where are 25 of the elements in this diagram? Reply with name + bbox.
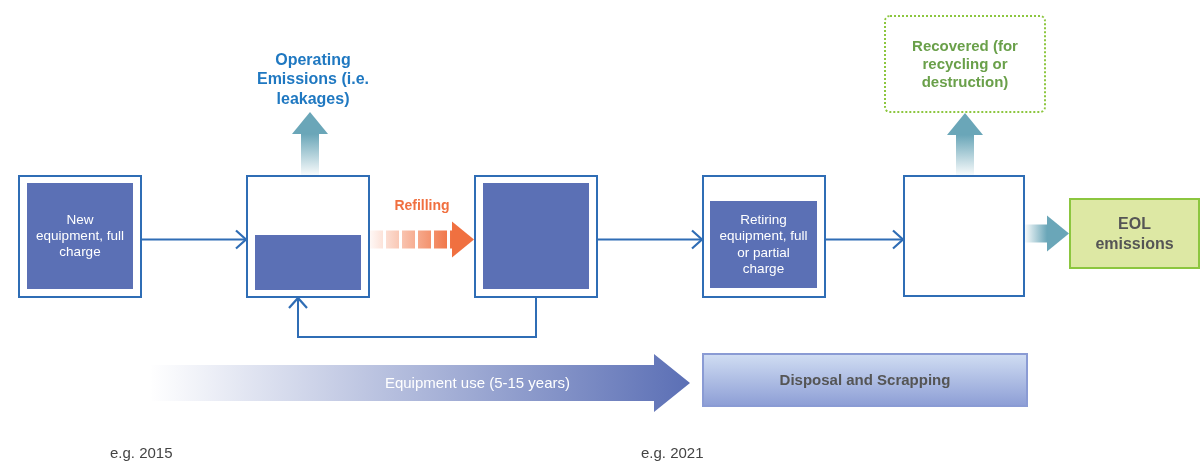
eol-emissions-box: EOL emissions xyxy=(1069,198,1200,269)
equipment-container xyxy=(18,175,142,298)
charge-block xyxy=(255,235,361,290)
equipment-container xyxy=(246,175,370,298)
year-label: e.g. 2021 xyxy=(641,444,704,461)
equipment-use-label: Equipment use (5-15 years) xyxy=(384,374,570,392)
recovered-box: Recovered (for recycling or destruction) xyxy=(884,15,1046,113)
arrow xyxy=(141,229,248,250)
disposal-bar: Disposal and Scrapping xyxy=(702,353,1028,407)
arrow xyxy=(292,112,328,175)
arrow xyxy=(370,221,474,258)
arrow xyxy=(825,229,905,250)
arrow xyxy=(597,229,704,250)
charge-block: Retiring equipment, full or partial charge xyxy=(710,201,817,288)
arrow xyxy=(1025,215,1069,252)
arrow xyxy=(947,113,983,175)
year-label: e.g. 2015 xyxy=(110,444,173,461)
arrow xyxy=(287,296,537,338)
emissions-label: Operating Emissions (i.e. leakages) xyxy=(255,50,370,108)
equipment-container xyxy=(474,175,598,298)
charge-block: New equipment, full charge xyxy=(27,183,133,289)
equipment-container xyxy=(903,175,1025,297)
charge-block xyxy=(483,183,589,289)
edge-label: Refilling xyxy=(392,196,452,213)
equipment-container xyxy=(702,175,826,298)
